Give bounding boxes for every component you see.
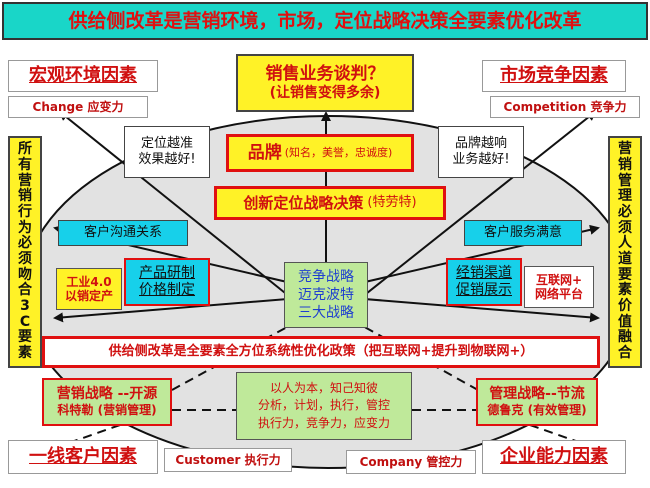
marketing-strategy-title: 营销战略 --开源 [56, 386, 158, 403]
arrow-lower-right [351, 297, 600, 323]
left-side-banner-char-6: 必 [18, 235, 32, 252]
competition-strategy-line3: 三大战略 [298, 305, 354, 322]
arrow-top-right [351, 110, 597, 306]
positioning-note: 定位越准 效果越好! [124, 126, 210, 178]
sales-negotiation-title: 销售业务谈判？ [265, 64, 385, 85]
left-side-banner-char-9: 合 [18, 282, 32, 299]
management-strategy-title: 管理战略--节流 [489, 386, 585, 403]
distribution-channel-text: 经销渠道 [456, 265, 512, 282]
right-side-banner-char-5: 须 [618, 219, 632, 236]
right-side-banner-char-10: 价 [618, 298, 632, 315]
right-side-banner-char-9: 素 [618, 282, 632, 299]
arrow-top-left [58, 110, 301, 306]
brand-detail: (知名，美誉，忠诚度) [284, 146, 393, 160]
right-side-banner-char-8: 要 [618, 266, 632, 283]
left-side-banner-char-1: 有 [18, 156, 32, 173]
positioning-note-line2: 效果越好! [138, 152, 196, 167]
people-oriented-line2: 分析，计划，执行，管控 [257, 398, 390, 413]
internet-platform-box: 互联网+ 网络平台 [524, 266, 594, 308]
arrow-lower-left [53, 297, 301, 323]
right-side-banner-char-13: 合 [618, 345, 632, 362]
macro-environment-label: 宏观环境因素 [8, 60, 158, 92]
people-oriented-line3: 执行力，竞争力，应变力 [257, 415, 390, 430]
left-side-banner-char-11: C [19, 313, 31, 330]
frontline-customer-label: 一线客户因素 [8, 440, 158, 474]
innovation-strategy-detail: (特劳特) [367, 195, 417, 211]
right-side-banner-char-1: 销 [618, 156, 632, 173]
right-side-banner: 营销管理必须人道要素价值融合 [608, 136, 642, 368]
left-side-banner-char-5: 为 [18, 219, 32, 236]
customer-service-box: 客户服务满意 [464, 220, 582, 246]
people-oriented-box: 以人为本，知己知彼 分析，计划，执行，管控 执行力，竞争力，应变力 [236, 372, 412, 440]
brand-note-line1: 品牌越响 [454, 136, 507, 152]
brand-note: 品牌越响 业务越好! [438, 126, 524, 178]
competition-strategy-line1: 竞争战略 [298, 268, 354, 285]
right-side-banner-char-6: 人 [618, 235, 632, 252]
right-side-banner-char-2: 管 [618, 172, 632, 189]
industry-line2: 以销定产 [64, 289, 113, 303]
product-development-text: 产品研制 [139, 265, 195, 282]
internet-line1: 互联网+ [535, 272, 583, 287]
right-side-banner-char-12: 融 [618, 329, 632, 346]
customer-communication-box: 客户沟通关系 [58, 220, 188, 246]
management-strategy-box: 管理战略--节流 德鲁克 (有效管理) [476, 378, 598, 426]
industry-line1: 工业4.0 [66, 274, 112, 289]
page-title: 供给侧改革是营销环境，市场，定位战略决策全要素优化改革 [2, 2, 648, 40]
right-side-banner-char-0: 营 [618, 141, 632, 158]
dashed-right-up [351, 319, 479, 391]
marketing-strategy-detail: 科特勒 (营销管理) [57, 403, 157, 418]
management-strategy-detail: 德鲁克 (有效管理) [487, 403, 587, 418]
market-competition-label: 市场竞争因素 [482, 60, 626, 92]
enterprise-capability-label: 企业能力因素 [482, 440, 626, 474]
positioning-note-line1: 定位越准 [140, 136, 193, 152]
brand-box: 品牌 (知名，美誉，忠诚度) [226, 134, 414, 172]
competition-strategy-line2: 迈克波特 [298, 286, 354, 303]
people-oriented-line1: 以人为本，知己知彼 [269, 380, 378, 395]
company-tag: Company 管控力 [346, 450, 476, 474]
innovation-strategy-box: 创新定位战略决策 (特劳特) [214, 186, 446, 220]
left-side-banner-char-3: 销 [18, 188, 32, 205]
industry-box: 工业4.0 以销定产 [56, 268, 122, 310]
right-side-banner-char-4: 必 [618, 203, 632, 220]
right-side-banner-char-7: 道 [618, 251, 632, 267]
brand-title: 品牌 [247, 142, 282, 163]
marketing-strategy-box: 营销战略 --开源 科特勒 (营销管理) [42, 378, 172, 426]
change-tag: Change 应变力 [8, 96, 148, 118]
sales-negotiation-subtitle: (让销售变得多余) [269, 84, 381, 101]
channel-promotion-box: 经销渠道 促销展示 [446, 258, 522, 306]
dashed-left-up [171, 319, 301, 391]
price-setting-text: 价格制定 [139, 282, 195, 298]
left-side-banner-char-13: 素 [18, 345, 32, 362]
left-side-banner-char-10: 3 [20, 298, 30, 315]
right-side-banner-char-3: 理 [618, 188, 632, 205]
left-side-banner-char-8: 吻 [18, 266, 32, 283]
left-side-banner-char-0: 所 [18, 141, 32, 158]
sales-negotiation-box: 销售业务谈判？ (让销售变得多余) [236, 54, 414, 112]
innovation-strategy-title: 创新定位战略决策 [243, 194, 364, 212]
competition-strategy-box: 竞争战略 迈克波特 三大战略 [284, 262, 368, 328]
left-side-banner-char-2: 营 [18, 172, 32, 189]
left-side-banner-char-7: 须 [18, 251, 32, 267]
left-side-banner-char-4: 行 [18, 203, 32, 220]
customer-tag: Customer 执行力 [164, 448, 292, 472]
internet-line2: 网络平台 [534, 287, 583, 301]
competition-tag: Competition 竞争力 [490, 96, 640, 118]
brand-note-line2: 业务越好! [452, 152, 510, 167]
left-side-banner-char-12: 要 [18, 329, 32, 346]
policy-banner: 供给侧改革是全要素全方位系统性优化政策（把互联网+提升到物联网+） [42, 336, 600, 368]
right-side-banner-char-11: 值 [618, 313, 632, 330]
promotion-display-text: 促销展示 [456, 282, 512, 298]
product-pricing-box: 产品研制 价格制定 [124, 258, 210, 306]
